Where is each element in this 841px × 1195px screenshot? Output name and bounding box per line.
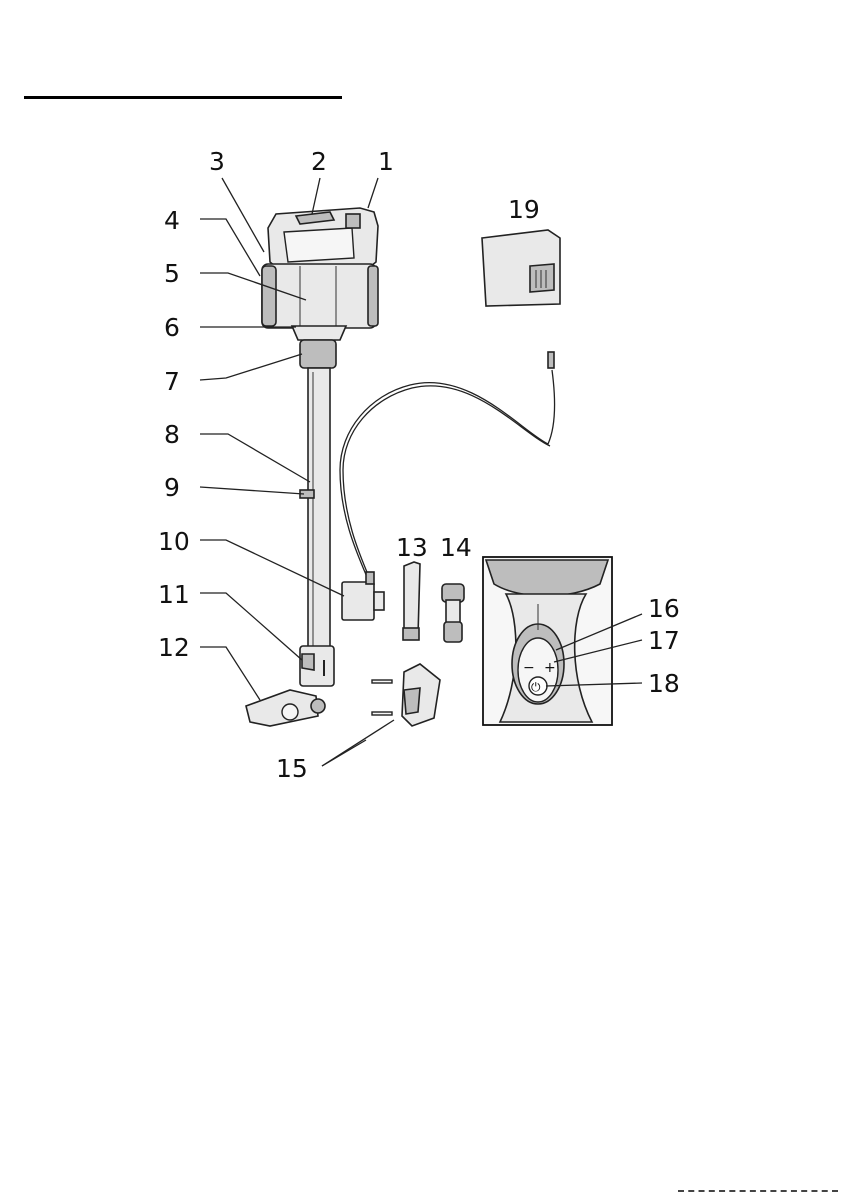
callout-11: 11 [158,580,190,609]
callout-7: 7 [164,367,180,396]
callout-14: 14 [440,533,472,562]
callout-17: 17 [648,626,680,655]
callout-16: 16 [648,594,680,623]
callout-9: 9 [164,473,180,502]
callout-4: 4 [164,206,180,235]
floor-brush [246,690,325,726]
callout-8: 8 [164,420,180,449]
callout-13: 13 [396,533,428,562]
spare-dust-box [482,230,560,306]
power-symbol: ⏻ [531,680,541,694]
control-panel-inset [483,557,612,725]
motor-unit [262,208,378,340]
callout-5: 5 [164,259,180,288]
callout-19: 19 [508,195,540,224]
brush-head [372,664,440,726]
callout-2: 2 [311,147,327,176]
extension-tube [300,340,336,686]
crevice-tool [403,562,420,640]
callout-3: 3 [209,147,225,176]
callout-12: 12 [158,633,190,662]
footer-dashes [678,1190,838,1194]
callout-1: 1 [378,147,394,176]
minus-symbol: − [523,660,535,676]
callout-15: 15 [276,754,308,783]
brush-adaptor [442,584,464,642]
callout-6: 6 [164,313,180,342]
plus-symbol: + [544,660,556,676]
callout-10: 10 [158,527,190,556]
callout-18: 18 [648,669,680,698]
